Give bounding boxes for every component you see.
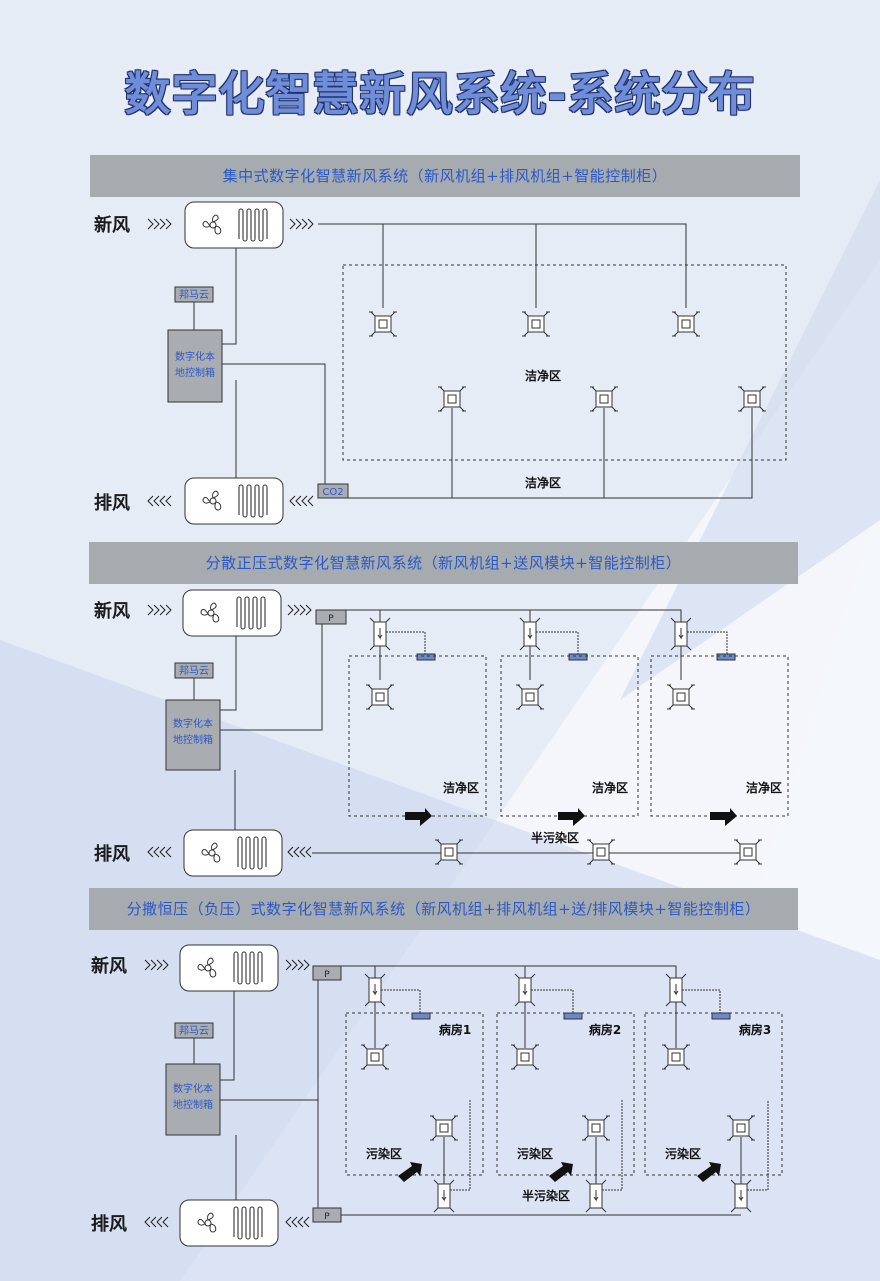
section2-semi-zone: 半污染区 [531,830,579,845]
section1-exhaust-label: 排风 [94,492,130,514]
section3-fresh-air-unit [179,944,279,992]
section3-controller-line1: 数字化本 [173,1082,213,1095]
section1-diagram: 新风 排风 邦马云 数字化本 地控制箱 CO2 洁净区 洁净区 [94,201,787,525]
section3-pressure-sensor-top: P [324,970,330,980]
section3-dirty-zone-2: 污染区 [517,1146,553,1161]
section1-supply-arrows [289,218,314,230]
section1-fresh-air-unit [184,201,284,249]
section1-outflow-arrows [147,495,172,507]
section3-cloud-label: 邦马云 [179,1024,209,1037]
section1-inflow-arrows [147,218,172,230]
section2-clean-zone-1: 洁净区 [443,780,479,795]
section2-diagram: 新风 排风 邦马云 数字化本 地控制箱 P 洁净区 洁净区 洁净区 [94,589,789,877]
section3-banner: 分撒恒压（负压）式数字化智慧新风系统（新风机组+排风机组+送/排风模块+智能控制… [89,888,798,930]
section1-return-arrows [289,495,314,507]
section3-room-3: 病房3 [739,1022,771,1037]
section2-fresh-air-label: 新风 [94,600,130,622]
section3-dirty-zone-3: 污染区 [665,1146,701,1161]
page-title: 数字化智慧新风系统-系统分布 [124,67,756,121]
section1-exhaust-unit [184,477,284,525]
section2-exhaust-label: 排风 [94,843,130,865]
section1-banner: 集中式数字化智慧新风系统（新风机组+排风机组+智能控制柜） [90,155,800,197]
section3-room-2: 病房2 [589,1022,621,1037]
section3-controller-line2: 地控制箱 [173,1098,213,1111]
section1-clean-zone-inner: 洁净区 [525,368,561,383]
section2-pressure-sensor: P [328,614,334,624]
section3-exhaust-unit [179,1199,279,1247]
section1-controller-line1: 数字化本 [175,350,215,363]
section2-cloud-label: 邦马云 [179,664,209,677]
section1-fresh-air-label: 新风 [94,214,130,236]
section2-exhaust-unit [183,829,283,877]
section2-fresh-air-unit [182,589,282,637]
section3-dirty-zone-1: 污染区 [366,1146,402,1161]
section3-exhaust-label: 排风 [91,1213,127,1235]
section3-diagram: 新风 排风 邦马云 数字化本 地控制箱 P P 病房1 病房2 [91,944,783,1247]
section3-fresh-air-label: 新风 [91,955,127,977]
section2-controller-line1: 数字化本 [173,717,213,730]
section1-controller-line2: 地控制箱 [175,366,215,379]
section3-room-1: 病房1 [439,1022,471,1037]
section1-co2-sensor: CO2 [322,487,343,498]
section1-clean-zone-outer: 洁净区 [525,475,561,490]
section1-cloud-label: 邦马云 [179,288,209,301]
section2-clean-zone-3: 洁净区 [746,780,782,795]
section3-semi-zone: 半污染区 [522,1188,570,1203]
section2-controller-line2: 地控制箱 [173,733,213,746]
section2-clean-zone-2: 洁净区 [592,780,628,795]
section3-pressure-sensor-bottom: P [324,1212,330,1222]
section2-banner: 分散正压式数字化智慧新风系统（新风机组+送风模块+智能控制柜） [89,542,798,584]
